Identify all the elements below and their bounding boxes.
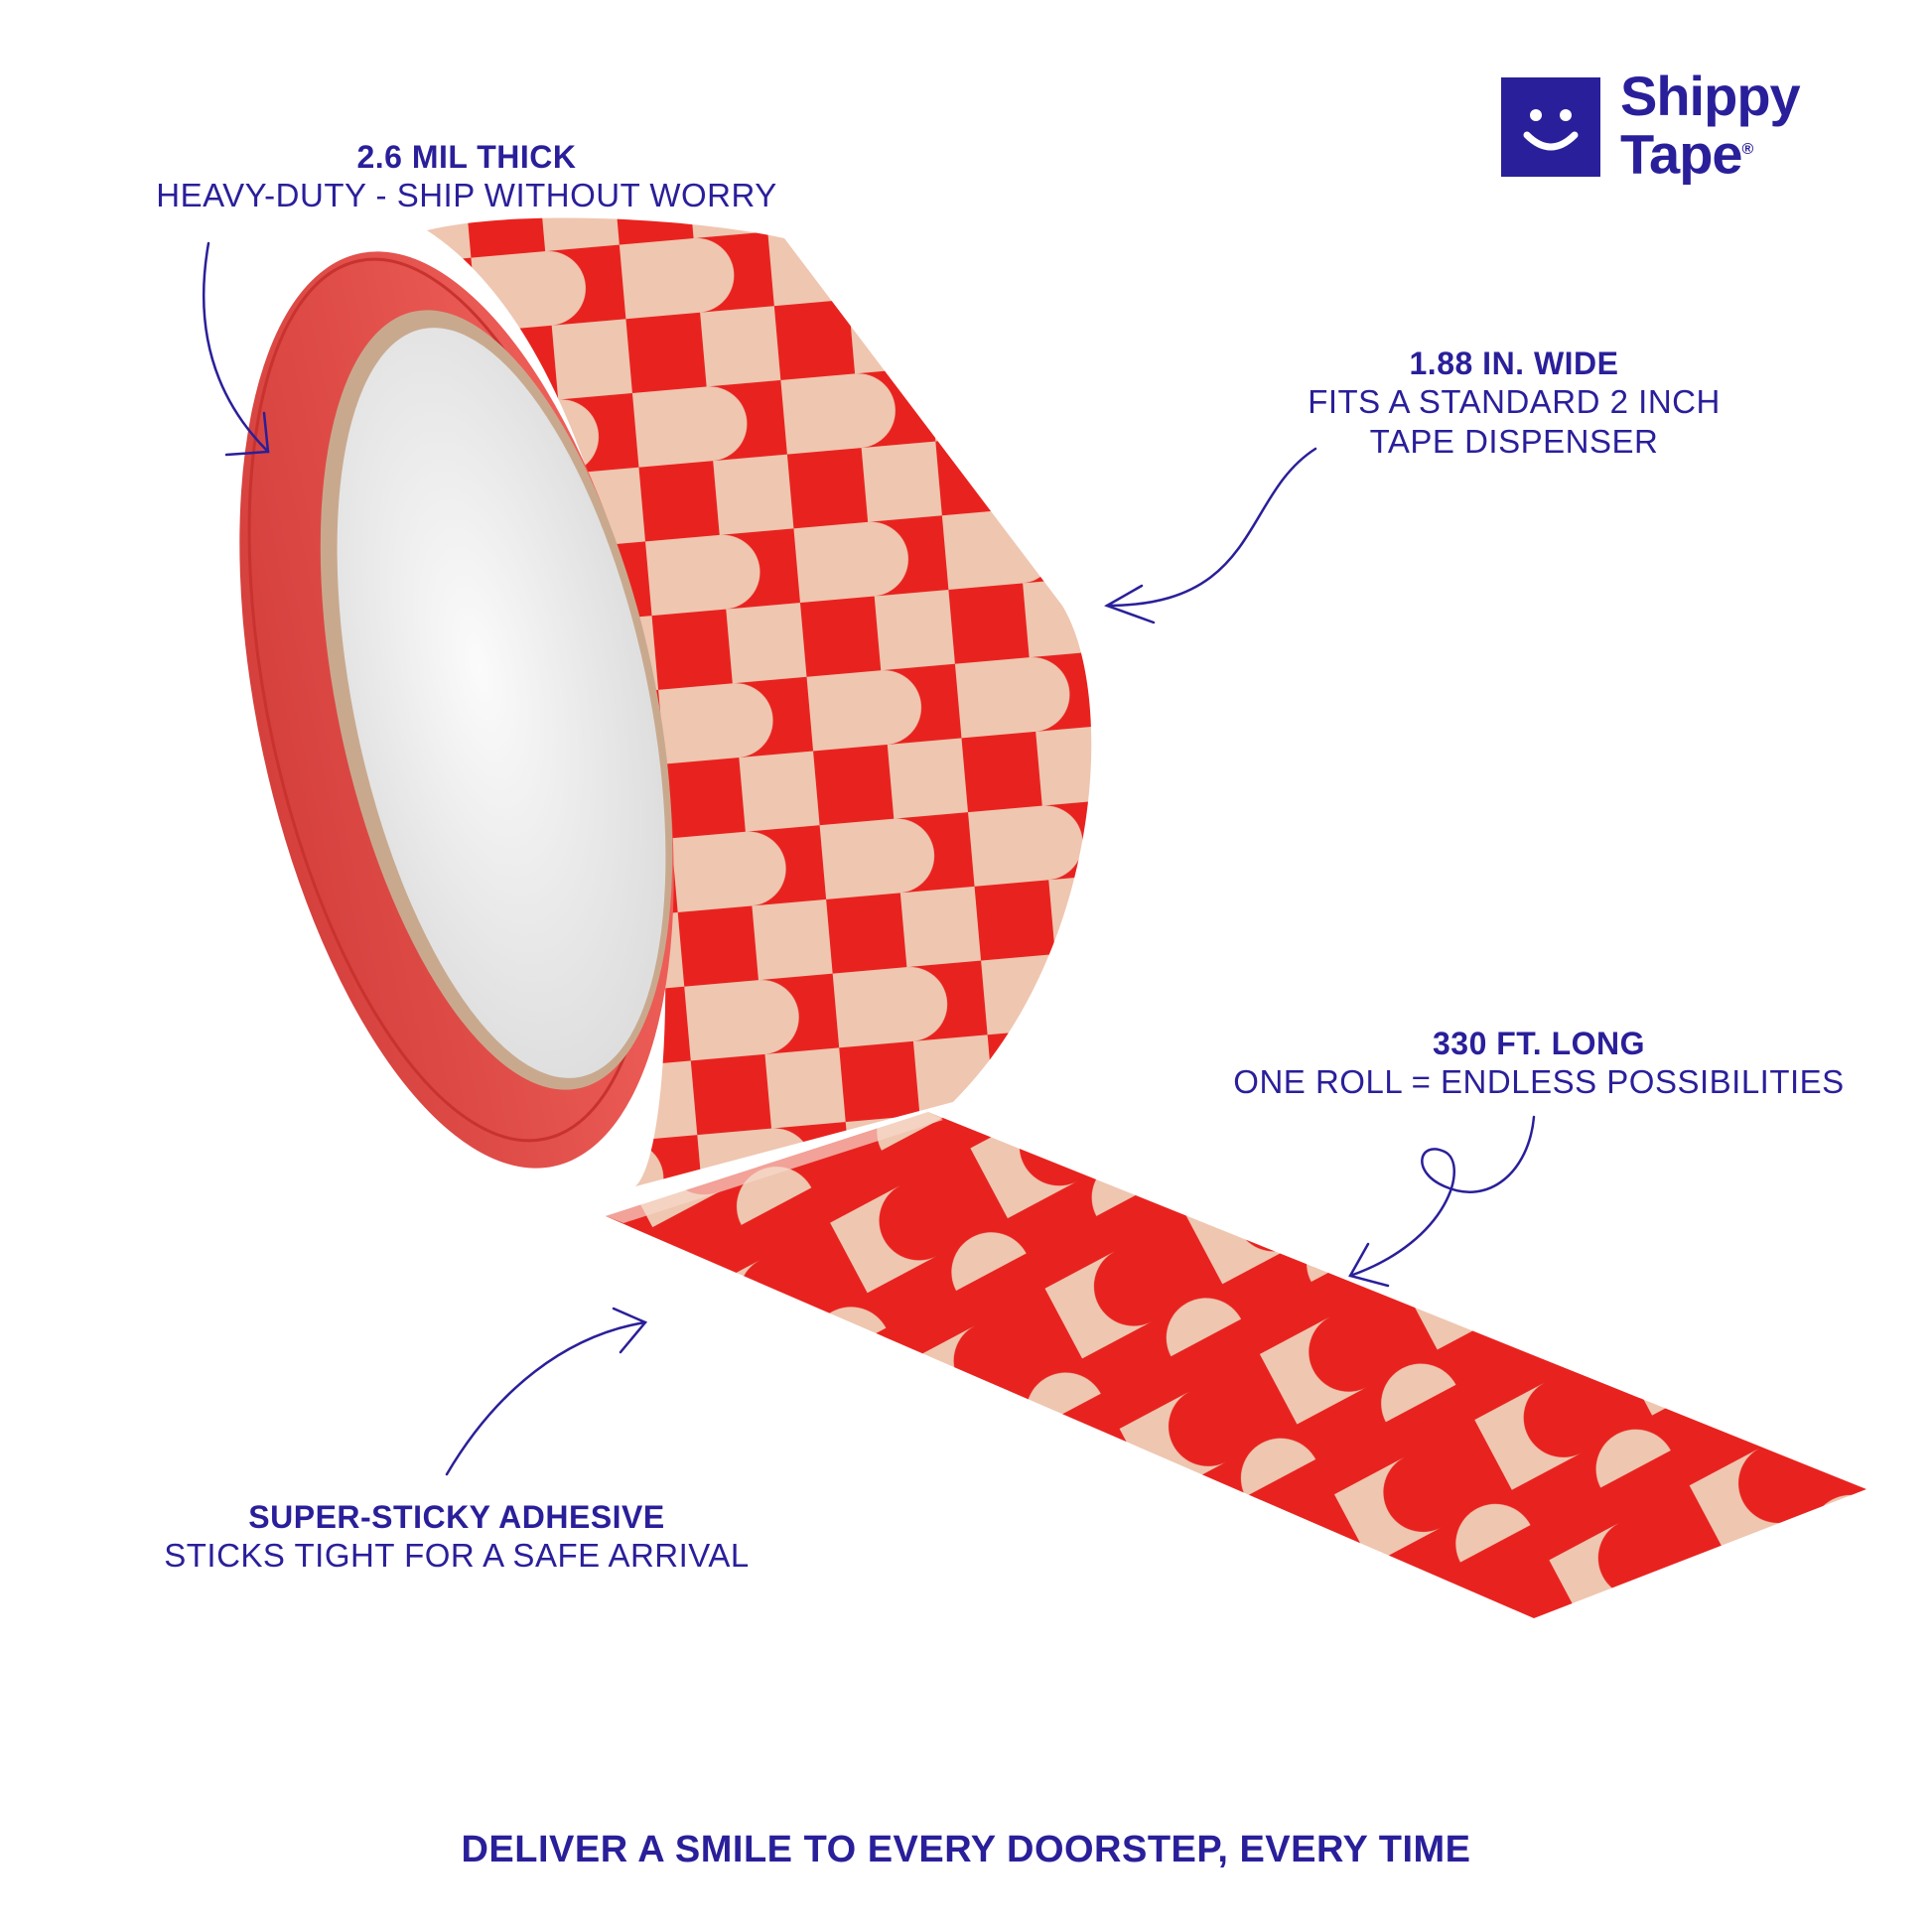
arrow-thickness <box>203 241 270 457</box>
callout-adhesive: SUPER-STICKY ADHESIVE STICKS TIGHT FOR A… <box>139 1499 774 1576</box>
callout-thickness-title: 2.6 MIL THICK <box>356 139 577 175</box>
callout-thickness-subtitle: HEAVY-DUTY - SHIP WITHOUT WORRY <box>156 177 777 213</box>
brand-wordmark: Shippy Tape® <box>1620 65 1801 183</box>
callout-thickness: 2.6 MIL THICK HEAVY-DUTY - SHIP WITHOUT … <box>129 139 804 215</box>
tape-strip <box>606 1112 1866 1618</box>
callout-width-title: 1.88 IN. WIDE <box>1409 345 1619 381</box>
callout-adhesive-subtitle: STICKS TIGHT FOR A SAFE ARRIVAL <box>164 1537 750 1574</box>
footer-tagline: DELIVER A SMILE TO EVERY DOORSTEP, EVERY… <box>461 1829 1471 1870</box>
callout-length-title: 330 FT. LONG <box>1432 1026 1646 1061</box>
brand-line2: Tape® <box>1620 123 1800 182</box>
brand-logo-mark <box>1501 77 1600 177</box>
smiley-face-icon <box>1523 109 1579 151</box>
registered-mark: ® <box>1741 141 1754 158</box>
callout-adhesive-title: SUPER-STICKY ADHESIVE <box>248 1499 665 1535</box>
arrow-length <box>1348 1115 1536 1288</box>
tape-roll <box>239 217 1092 1187</box>
callout-length-subtitle: ONE ROLL = ENDLESS POSSIBILITIES <box>1233 1063 1845 1100</box>
callout-width: 1.88 IN. WIDE FITS A STANDARD 2 INCH TAP… <box>1226 345 1802 462</box>
brand-line2-text: Tape <box>1620 122 1743 186</box>
callout-width-line2: TAPE DISPENSER <box>1369 423 1659 460</box>
arrow-adhesive <box>445 1307 648 1476</box>
arrow-width <box>1104 447 1317 624</box>
callout-width-line1: FITS A STANDARD 2 INCH <box>1308 383 1721 420</box>
callout-length: 330 FT. LONG ONE ROLL = ENDLESS POSSIBIL… <box>1221 1026 1857 1102</box>
brand-line1: Shippy <box>1620 65 1801 127</box>
